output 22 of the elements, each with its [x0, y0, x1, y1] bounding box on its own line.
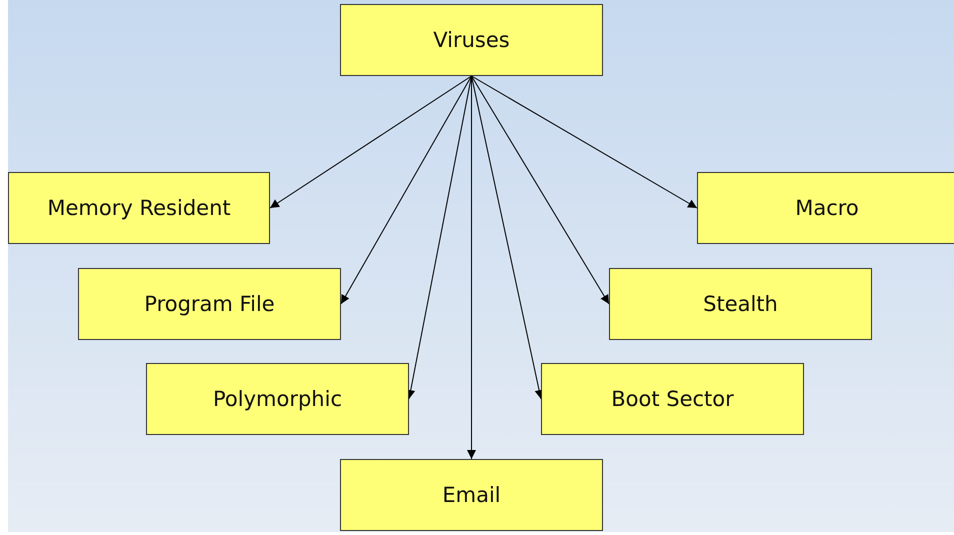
category-box	[8, 172, 270, 244]
node-label: Boot Sector	[611, 387, 734, 411]
node-label: Macro	[795, 196, 859, 220]
category-box	[541, 363, 804, 435]
arrow	[471, 76, 698, 208]
category-box	[340, 459, 603, 531]
category-box	[340, 4, 603, 76]
node-label: Viruses	[433, 28, 510, 52]
node-label: Program File	[144, 292, 275, 316]
arrow	[471, 76, 610, 304]
category-box	[146, 363, 409, 435]
category-box	[697, 172, 954, 244]
node-label: Stealth	[703, 292, 778, 316]
node-label: Email	[442, 483, 501, 507]
category-box	[609, 268, 872, 340]
node-label: Polymorphic	[213, 387, 342, 411]
arrow	[471, 76, 544, 400]
arrow	[467, 76, 476, 460]
arrow	[270, 76, 472, 208]
arrow	[340, 76, 472, 304]
category-box	[78, 268, 341, 340]
node-label: Memory Resident	[47, 196, 231, 220]
